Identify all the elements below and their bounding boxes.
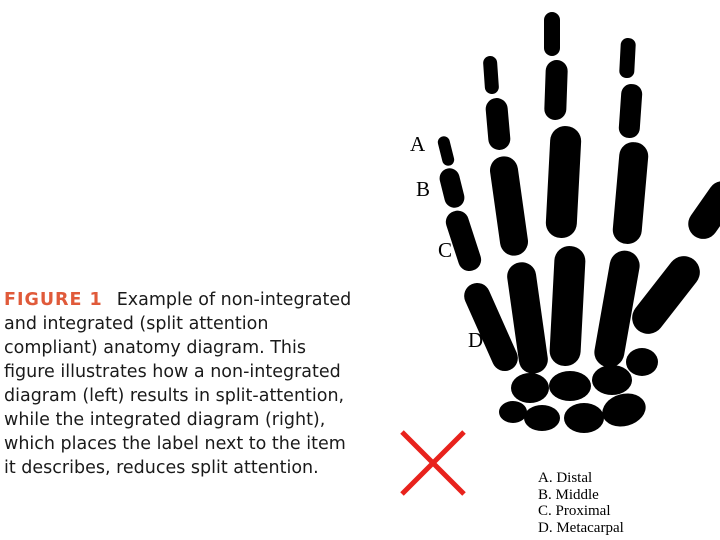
label-a: A [410,132,426,156]
carpal-capitate [549,371,591,401]
bone-middle-proximal [545,125,582,238]
bone-little-distal [437,135,456,167]
carpal-trapezium [626,348,658,376]
carpal-pisiform [499,401,527,423]
carpal-triquetrum [524,405,560,431]
red-cross-mark [402,432,464,494]
legend-item-proximal: C. Proximal [538,503,624,520]
bone-index-middle [618,83,643,138]
figure-number: FIGURE 1 [4,290,103,310]
bone-ring-proximal [488,155,530,258]
hand-bones [437,12,720,433]
bone-legend: A. Distal B. Middle C. Proximal D. Metac… [538,470,624,536]
bone-middle-metacarpal [549,245,586,366]
legend-item-middle: B. Middle [538,487,624,504]
carpal-lunate [564,403,604,433]
hand-skeleton-diagram: A B C D [380,0,720,540]
bone-little-middle [437,166,466,210]
bone-thumb-proximal [682,175,720,245]
legend-item-metacarpal: D. Metacarpal [538,520,624,537]
bone-index-proximal [612,141,650,245]
label-c: C [438,238,452,262]
bone-middle-middle [544,60,568,121]
hand-anatomy-figure: A B C D [380,0,720,540]
carpal-trapezoid [592,365,632,395]
legend-item-distal: A. Distal [538,470,624,487]
bone-ring-distal [483,56,500,95]
bone-middle-distal [544,12,560,56]
bone-index-distal [619,38,636,79]
bone-ring-middle [485,97,511,151]
carpal-scaphoid [599,389,650,431]
label-d: D [468,328,483,352]
carpal-hamate [511,373,549,403]
label-b: B [416,177,430,201]
caption-text: Example of non-integrated and integrated… [4,290,351,478]
